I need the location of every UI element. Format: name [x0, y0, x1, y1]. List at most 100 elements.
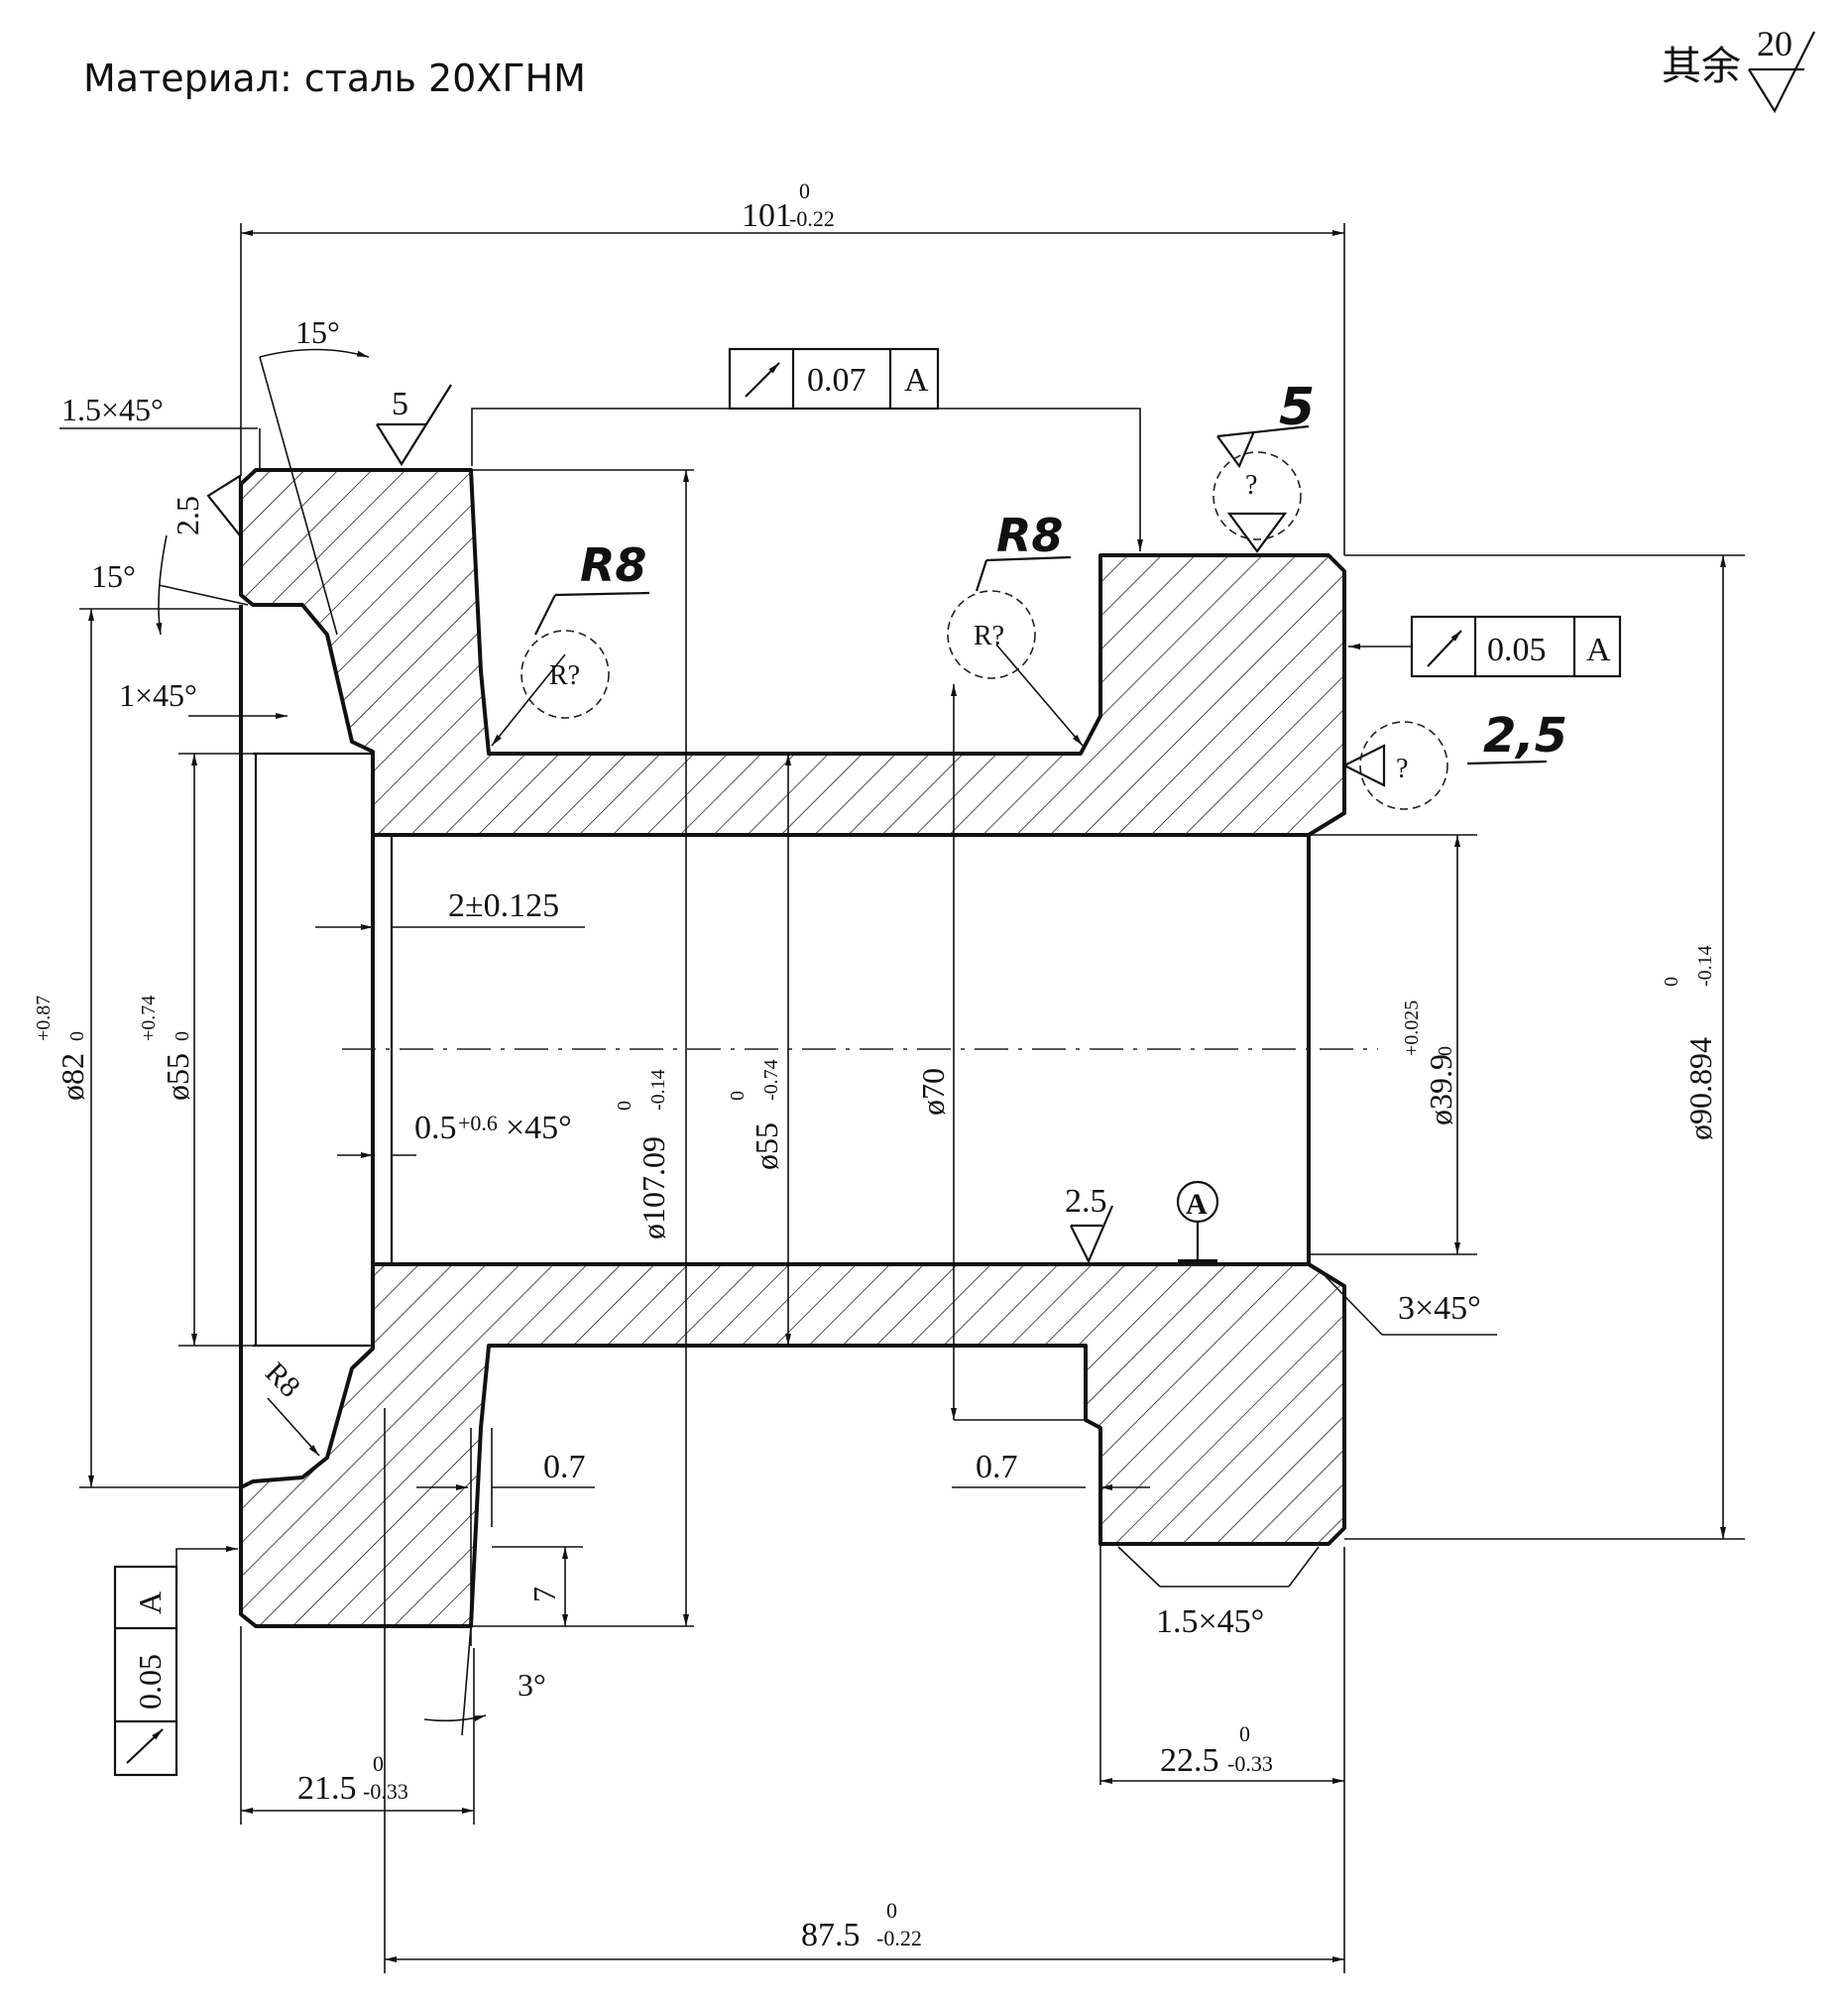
svg-text:3°: 3° [518, 1667, 546, 1703]
svg-text:0.05: 0.05 [132, 1654, 168, 1709]
roughness-circle-top [1213, 451, 1302, 540]
svg-text:15°: 15° [295, 314, 340, 350]
svg-text:2±0.125: 2±0.125 [448, 887, 559, 924]
angle-3-note: 3° [423, 1625, 546, 1736]
chamfer-1-note: 1×45° [119, 677, 288, 719]
svg-text:-0.74: -0.74 [760, 1059, 782, 1101]
svg-text:A: A [132, 1591, 168, 1614]
svg-text:ø107.09: ø107.09 [635, 1136, 671, 1239]
dim-d82: ø82 +0.87 0 [33, 608, 241, 1488]
svg-text:0: 0 [1239, 1721, 1250, 1746]
svg-text:+0.87: +0.87 [33, 996, 55, 1041]
dim-d107: ø107.09 0 -0.14 [471, 469, 694, 1627]
dim-undercut-left: 0.7 [416, 1428, 595, 1646]
svg-text:1×45°: 1×45° [119, 677, 197, 713]
svg-text:0: 0 [172, 1031, 193, 1041]
svg-text:A: A [1586, 632, 1611, 668]
svg-text:0.5: 0.5 [414, 1110, 457, 1146]
svg-text:ø70: ø70 [915, 1068, 951, 1116]
svg-text:2,5: 2,5 [1483, 708, 1567, 764]
svg-text:0.07: 0.07 [807, 362, 866, 399]
svg-text:ø39.9: ø39.9 [1423, 1054, 1458, 1125]
roughness-rest-value: 20 [1757, 24, 1792, 63]
svg-text:R8: R8 [259, 1356, 306, 1404]
radius-circle-left [520, 630, 610, 719]
svg-text:?: ? [1245, 470, 1257, 501]
dim-groove-chamfer: 0.5 +0.6 ×45° [337, 1110, 572, 1158]
angle-15-top-note: 15° [259, 314, 370, 636]
dim-d90: ø90.894 0 -0.14 [1344, 554, 1745, 1540]
roughness-5-top: 5 [376, 384, 452, 467]
svg-text:0.7: 0.7 [976, 1449, 1018, 1485]
svg-text:-0.33: -0.33 [363, 1779, 408, 1804]
roughness-2-5-bore: 2.5 [1065, 1183, 1114, 1264]
material-label: Материал: сталь 20ХГНМ [83, 57, 586, 100]
svg-text:+0.74: +0.74 [138, 996, 160, 1041]
svg-text:3×45°: 3×45° [1398, 1290, 1481, 1327]
svg-text:ø55: ø55 [749, 1122, 784, 1170]
dim-101-nominal: 101 [742, 197, 792, 234]
hand-r8-left: R8 R? [491, 538, 650, 747]
svg-text:R?: R? [549, 660, 580, 691]
dim-bottom-87-5: 87.5 0 -0.22 [384, 1408, 1344, 1973]
hand-roughness-5: 5 ? [1213, 378, 1315, 553]
svg-text:22.5: 22.5 [1160, 1742, 1219, 1779]
dim-101-upper: 0 [799, 178, 810, 203]
roughness-2-5-left: 2.5 [170, 474, 242, 539]
svg-text:+0.6: +0.6 [458, 1111, 498, 1135]
tolerance-frame-top: 0.07 A [471, 347, 1143, 551]
tolerance-frame-left: 0.05 A [113, 1546, 238, 1777]
dim-d39: ø39.9 +0.025 0 [1309, 834, 1477, 1255]
svg-text:87.5: 87.5 [801, 1917, 861, 1953]
dim-d55-neck: ø55 0 -0.74 [727, 754, 791, 1346]
svg-text:?: ? [1396, 754, 1408, 784]
r8-bottom-note: R8 [259, 1356, 320, 1457]
dim-groove-width: 2±0.125 [315, 887, 585, 930]
lower-section [239, 1262, 1346, 1628]
svg-text:×45°: ×45° [506, 1110, 572, 1146]
svg-text:0: 0 [373, 1751, 384, 1776]
counterbore-outline [239, 605, 1311, 1487]
chamfer-3-note: 3×45° [1318, 1268, 1497, 1336]
svg-text:21.5: 21.5 [297, 1770, 357, 1807]
dim-101-lower: -0.22 [789, 206, 835, 231]
svg-text:0: 0 [1435, 1046, 1456, 1056]
svg-text:R8: R8 [996, 509, 1063, 562]
dim-d55-counterbore: ø55 +0.74 0 [138, 753, 256, 1347]
runout-arrow-icon [745, 362, 780, 398]
roughness-rest-prefix: 其余 [1662, 44, 1741, 88]
dim-undercut-right: 0.7 [952, 1428, 1150, 1785]
chamfer-1-5-top-note: 1.5×45° [59, 392, 261, 470]
hand-roughness-2-5: 2,5 ? [1341, 708, 1567, 810]
svg-text:0: 0 [727, 1091, 749, 1101]
svg-text:ø55: ø55 [160, 1053, 195, 1101]
hand-r8-right: R8 R? [947, 509, 1084, 747]
svg-text:1.5×45°: 1.5×45° [61, 392, 164, 427]
dim-d70: ø70 [915, 684, 1086, 1421]
dim-right-flange: 22.5 0 -0.33 [1100, 1547, 1345, 1973]
svg-text:7: 7 [526, 1587, 562, 1602]
dim-overall-101: 101 0 -0.22 [240, 178, 1345, 555]
svg-text:-0.14: -0.14 [647, 1069, 669, 1111]
svg-text:-0.14: -0.14 [1694, 945, 1716, 987]
svg-text:2.5: 2.5 [1065, 1183, 1107, 1220]
roughness-rest-symbol: 其余 20 [1662, 24, 1815, 114]
datum-a-symbol: A [1176, 1180, 1219, 1263]
chamfer-1-5-bottom-note: 1.5×45° [1117, 1546, 1320, 1640]
dim-height-7: 7 [492, 1546, 583, 1626]
upper-section [239, 468, 1346, 837]
svg-text:R8: R8 [580, 538, 646, 592]
svg-text:0.05: 0.05 [1487, 632, 1547, 668]
svg-text:0.7: 0.7 [543, 1449, 586, 1485]
runout-arrow-icon-left [126, 1728, 164, 1764]
svg-text:0: 0 [886, 1898, 897, 1923]
svg-text:ø82: ø82 [55, 1053, 90, 1101]
tolerance-frame-right: 0.05 A [1348, 615, 1622, 678]
svg-text:5: 5 [392, 386, 408, 422]
svg-text:R?: R? [974, 621, 1004, 651]
svg-text:-0.33: -0.33 [1227, 1751, 1273, 1776]
radius-circle-right [947, 590, 1036, 679]
svg-text:0: 0 [614, 1101, 635, 1111]
